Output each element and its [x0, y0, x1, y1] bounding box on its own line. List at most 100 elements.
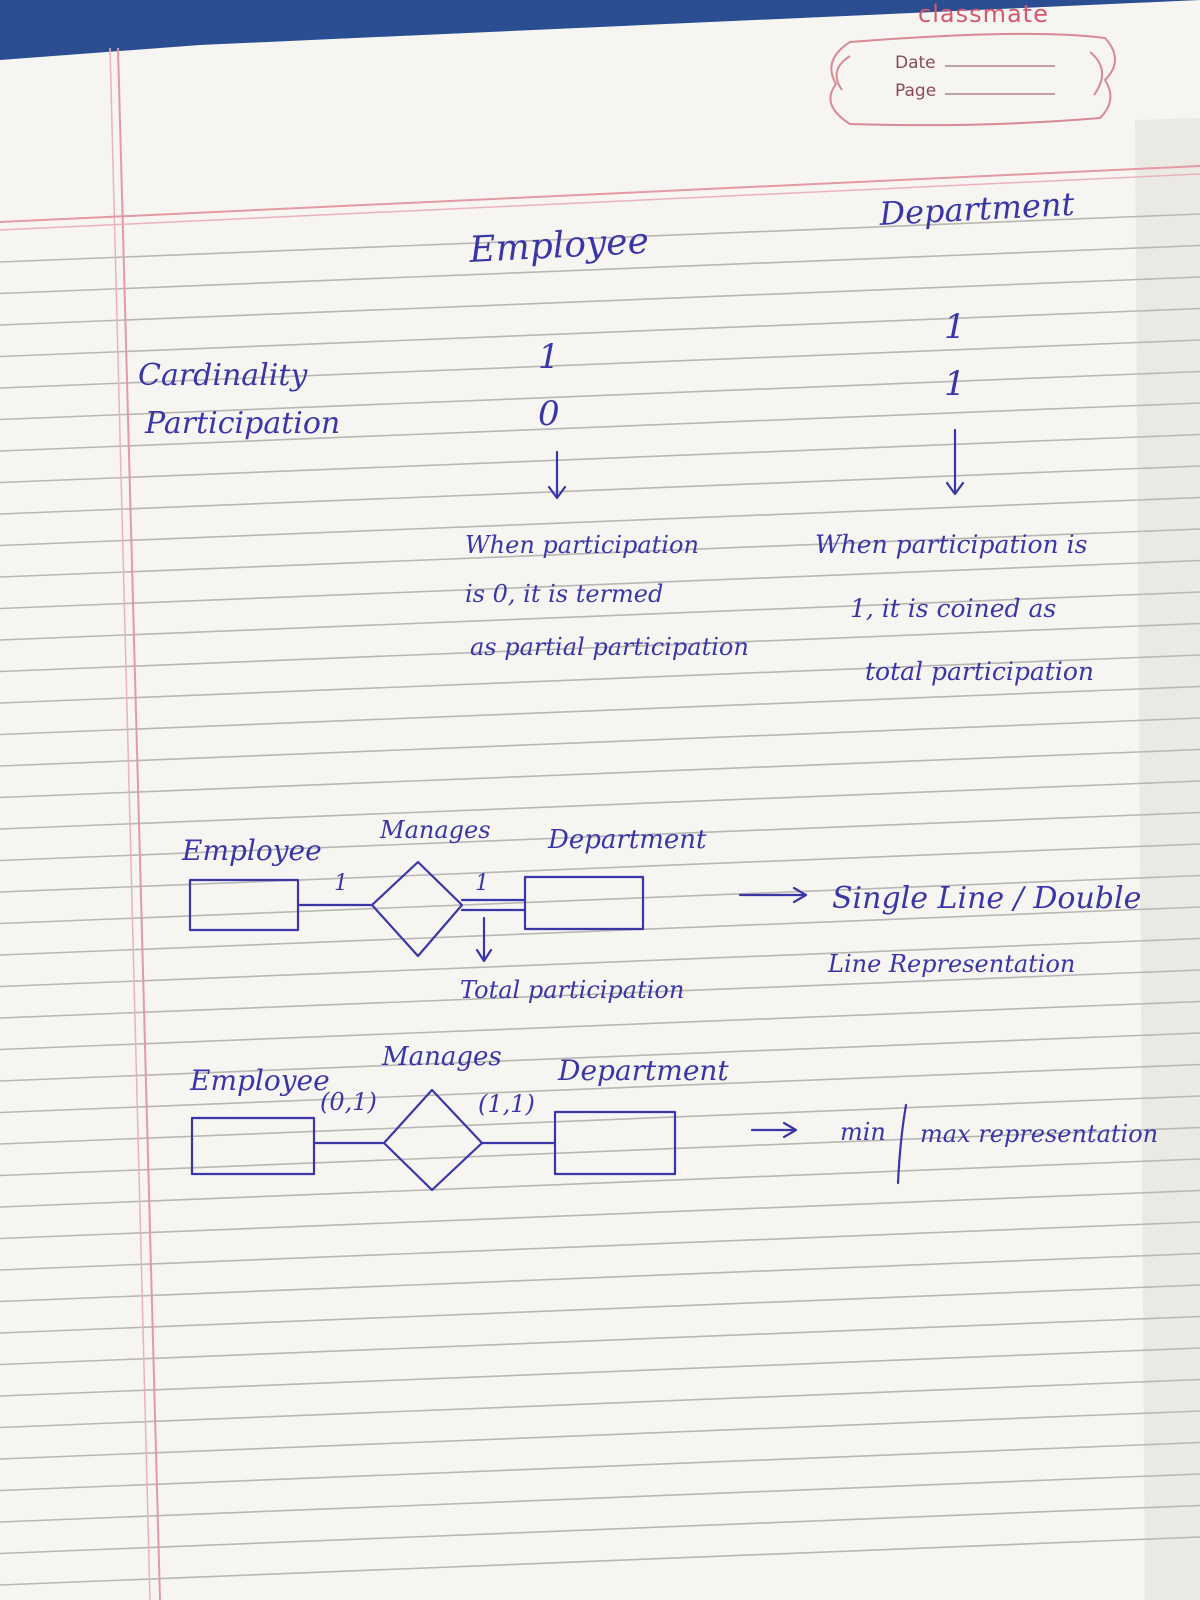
ruled-line: [0, 559, 1200, 610]
ruled-line: [0, 1504, 1200, 1555]
ruled-line: [0, 1536, 1200, 1586]
ruled-line: [0, 1347, 1200, 1397]
date-page-scroll: [829, 32, 1116, 127]
diagram2-employee-box: [190, 1116, 316, 1176]
page-label: Page: [895, 81, 936, 101]
diagram2-department-box: [553, 1110, 677, 1176]
margin-line-inner: [109, 47, 151, 1600]
partial-note-line-3: as partial participation: [470, 633, 749, 661]
diagram1-arrow-head: [475, 948, 493, 963]
er-diagram-1: Employee 1 Manages 1 Department Total pa…: [181, 816, 1141, 1004]
ruled-line: [0, 1126, 1200, 1177]
partial-note-line-1: When participation: [465, 531, 699, 559]
ruled-line: [0, 811, 1200, 862]
employee-cardinality-value: 1: [538, 337, 560, 377]
ruled-line: [0, 1252, 1200, 1303]
total-note-line-3: total participation: [865, 657, 1094, 686]
ruled-line: [0, 906, 1200, 956]
department-arrow-head: [945, 481, 965, 496]
employee-down-arrow: [547, 450, 567, 500]
ruled-line: [0, 1189, 1200, 1240]
scroll-frame: [829, 32, 1116, 127]
brand-name: classmate: [918, 0, 1049, 28]
ruled-line: [0, 1095, 1200, 1145]
ruled-line: [0, 717, 1200, 767]
er-diagram-2: Employee (0,1) Manages (1,1) Department …: [189, 1042, 1158, 1192]
diagram1-right-arrow-head: [792, 886, 808, 904]
partial-note-line-2: is 0, it is termed: [465, 580, 663, 608]
ruled-line: [0, 748, 1200, 799]
diagram2-relationship-label: Manages: [381, 1042, 502, 1072]
diagram2-entity-left-label: Employee: [189, 1064, 330, 1097]
employee-arrow-head: [547, 485, 567, 500]
diagram1-caption: Total participation: [460, 976, 684, 1004]
ruled-line: [0, 1473, 1200, 1523]
ruled-line: [0, 780, 1200, 830]
total-note-line-1: When participation is: [815, 530, 1087, 559]
ruled-line: [0, 244, 1200, 295]
diagram2-left-minmax: (0,1): [320, 1088, 377, 1116]
scroll-curl-right: [1089, 51, 1103, 96]
diagram1-entity-left-label: Employee: [181, 834, 322, 867]
ruled-line: [0, 1063, 1200, 1114]
diagram2-divider: [896, 1103, 908, 1185]
diagram2-note-min: min: [840, 1118, 886, 1146]
ruled-line: [0, 370, 1200, 421]
diagram1-note-line-1: Single Line / Double: [832, 881, 1141, 916]
diagram1-right-card: 1: [475, 871, 489, 896]
ruled-line: [0, 1158, 1200, 1208]
diagram2-note-max: max representation: [920, 1120, 1158, 1148]
margin-line: [117, 47, 161, 1600]
ruled-line: [0, 1284, 1200, 1334]
ruled-line: [0, 654, 1200, 704]
ruled-line: [0, 874, 1200, 925]
ruled-line: [0, 213, 1200, 263]
diagram2-entity-right-label: Department: [557, 1054, 729, 1087]
page-edge: [1135, 118, 1200, 1600]
diagram1-department-box: [523, 875, 645, 931]
ruled-line: [0, 685, 1200, 736]
header-line-inner: [0, 173, 1200, 231]
diagram1-entity-right-label: Department: [547, 825, 707, 855]
diagram1-right-arrow: [738, 886, 808, 904]
date-label: Date: [895, 53, 936, 73]
diagram1-down-arrow: [475, 916, 493, 963]
ruled-line: [0, 1315, 1200, 1366]
label-cardinality: Cardinality: [138, 358, 308, 393]
diagram1-note-line-2: Line Representation: [827, 950, 1075, 978]
ruled-line: [0, 276, 1200, 326]
ruled-line: [0, 622, 1200, 673]
department-down-arrow: [945, 428, 965, 496]
department-cardinality-value: 1: [944, 307, 966, 347]
diagram2-right-minmax: (1,1): [478, 1090, 535, 1118]
total-note-line-2: 1, it is coined as: [850, 594, 1056, 623]
ruled-line: [0, 1410, 1200, 1460]
label-participation: Participation: [144, 406, 340, 441]
diagram1-relationship-diamond: [370, 860, 464, 958]
ruled-line: [0, 1221, 1200, 1271]
ruled-line: [0, 1441, 1200, 1492]
ruled-line: [0, 969, 1200, 1019]
ruled-line: [0, 1378, 1200, 1429]
ruled-line: [0, 1032, 1200, 1082]
ruled-line: [0, 843, 1200, 893]
ruled-line: [0, 1000, 1200, 1051]
ruled-line: [0, 465, 1200, 515]
diagram2-right-arrow-head: [782, 1121, 798, 1139]
employee-participation-value: 0: [538, 394, 560, 434]
department-participation-value: 1: [944, 364, 966, 404]
ruled-lines: [0, 213, 1200, 1586]
ruled-line: [0, 402, 1200, 452]
diagram2-right-arrow: [750, 1121, 798, 1139]
ruled-line: [0, 307, 1200, 358]
ruled-line: [0, 591, 1200, 641]
ruled-line: [0, 433, 1200, 484]
heading-employee: Employee: [467, 221, 650, 271]
ruled-line: [0, 937, 1200, 988]
diagram1-left-card: 1: [334, 871, 348, 896]
ruled-line: [0, 496, 1200, 547]
ruled-line: [0, 528, 1200, 578]
